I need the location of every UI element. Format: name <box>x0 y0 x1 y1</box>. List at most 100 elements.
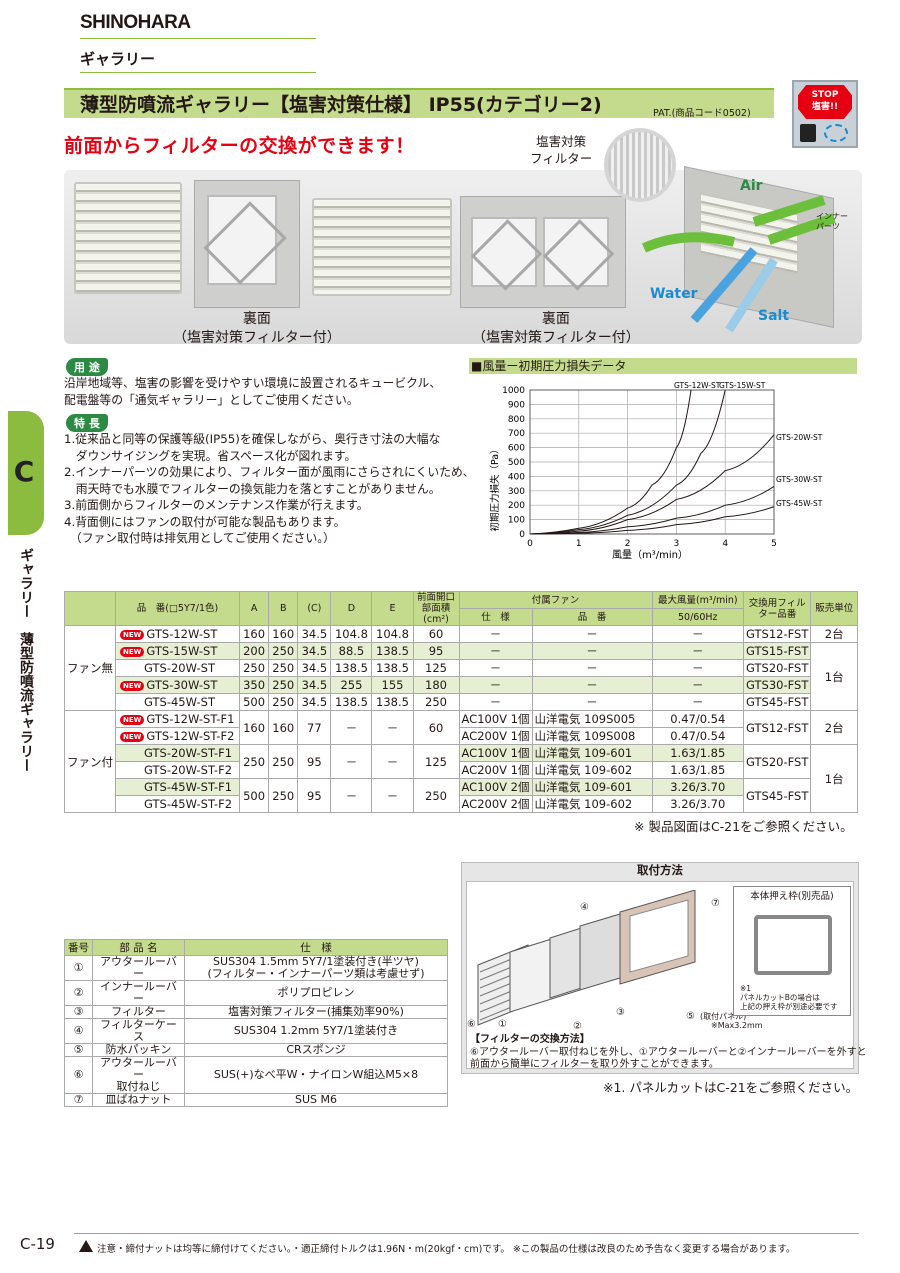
photo-caption: 裏面（塩害対策フィルター付） <box>472 310 640 348</box>
new-badge: NEW <box>120 680 145 691</box>
col-flow: 最大風量(m³/min) <box>651 591 745 609</box>
flow-cell: 3.26/3.70 <box>651 795 745 813</box>
plot-frame <box>529 389 775 535</box>
b-cell: 160 <box>268 625 299 643</box>
holding-frame-note: ※1 パネルカットBの場合は 上記の押え枠が別途必要です <box>740 984 838 1011</box>
patent-note: PAT.(商品コード0502) <box>653 108 751 119</box>
b-cell: 250 <box>268 642 299 660</box>
section-title: ギャラリー <box>80 50 156 68</box>
filter-cell: GTS45-FST <box>743 778 812 813</box>
filter-frame <box>471 217 537 287</box>
col-group <box>64 591 116 626</box>
note-line: ※1 <box>740 984 752 993</box>
new-badge: NEW <box>120 714 145 725</box>
part-spec: CRスポンジ <box>184 1043 448 1057</box>
note-line: 上記の押え枠が別途必要です <box>740 1002 838 1011</box>
feature-line: 4.背面側にはファンの取付が可能な製品もあります。 <box>64 514 346 529</box>
page-title: 薄型防噴流ギャラリー【塩害対策仕様】 IP55(カテゴリー2) <box>80 94 602 116</box>
b-cell: 250 <box>268 778 299 813</box>
y-axis-label: 初期圧力損失（Pa） <box>489 444 501 531</box>
fan-spec-cell: AC200V 1個 <box>458 727 533 745</box>
fan-spec-cell: － <box>458 659 533 677</box>
feature-line: （ファン取付時は排気用としてご使用ください。） <box>64 531 335 545</box>
panel-opening <box>629 899 689 973</box>
d-cell: 104.8 <box>330 625 373 643</box>
x-axis-label: 風量（m³/min） <box>612 549 688 561</box>
callout-6: ⑥ <box>467 1019 476 1030</box>
model-cell: GTS-20W-ST-F1 <box>115 744 240 762</box>
series-label: GTS-12W-ST <box>674 381 721 390</box>
series-line-4 <box>529 506 775 535</box>
divider <box>80 38 316 39</box>
photo-caption: 裏面（塩害対策フィルター付） <box>173 310 341 348</box>
d-cell: 138.5 <box>330 693 373 711</box>
new-badge: NEW <box>120 646 145 657</box>
filter-frame <box>207 195 277 285</box>
salt-arrow-icon <box>725 257 778 333</box>
title-bar <box>64 88 774 118</box>
fan-spec-cell: － <box>458 642 533 660</box>
flow-cell: － <box>651 625 745 643</box>
model-name: GTS-15W-ST <box>146 644 218 658</box>
holding-frame-drawing <box>754 915 832 975</box>
area-cell: 95 <box>412 642 460 660</box>
caption-line: 裏面 <box>541 311 570 327</box>
fan-model-cell: 山洋電気 109S005 <box>531 710 653 728</box>
flow-cell: － <box>651 642 745 660</box>
panel-cut-note: ※1. パネルカットはC-21をご参照ください。 <box>603 1080 859 1095</box>
unit-cell: 2台 <box>810 710 858 745</box>
callout-4: ④ <box>580 902 589 913</box>
unit-cell: 1台 <box>810 744 858 813</box>
col-fan-model: 品 番 <box>531 608 653 626</box>
callout-5: ⑤ <box>686 1011 695 1022</box>
a-cell: 350 <box>238 676 270 694</box>
fan-model-cell: － <box>531 625 653 643</box>
salt-text: 塩害!! <box>811 102 839 112</box>
a-cell: 250 <box>238 659 270 677</box>
filter-closeup-photo <box>604 128 676 202</box>
model-cell: GTS-20W-ST-F2 <box>115 761 240 779</box>
part-name: 防水パッキン <box>92 1043 185 1057</box>
area-cell: 125 <box>412 659 460 677</box>
part-name: フィルター <box>92 1005 185 1019</box>
a-cell: 500 <box>238 778 270 813</box>
part-name: フィルターケース <box>92 1018 185 1044</box>
usage-line: 沿岸地域等、塩害の影響を受けやすい環境に設置されるキュービクル、 <box>64 376 442 390</box>
fan-model-cell: － <box>531 676 653 694</box>
part-spec: SUS(+)なべ平W・ナイロンW組込M5×8 <box>184 1056 448 1094</box>
y-tick-label: 400 <box>508 472 525 482</box>
new-badge: NEW <box>120 731 145 742</box>
model-name: GTS-12W-ST <box>146 627 218 641</box>
air-label: Air <box>740 178 763 194</box>
c-cell: 77 <box>297 710 332 745</box>
e-cell: 138.5 <box>371 659 414 677</box>
water-label: Water <box>650 286 698 302</box>
fan-model-cell: － <box>531 642 653 660</box>
part-number: ④ <box>64 1018 93 1044</box>
e-cell: － <box>371 778 414 813</box>
area-cell: 180 <box>412 676 460 694</box>
series-labels: GTS-12W-STGTS-15W-STGTS-20W-STGTS-30W-ST… <box>674 381 823 508</box>
x-tick-label: 1 <box>576 539 582 549</box>
inner-parts-label: インナーパーツ <box>816 212 848 232</box>
filter-cell: GTS20-FST <box>743 659 812 677</box>
series-line-1 <box>529 389 726 535</box>
model-name: GTS-12W-ST-F1 <box>146 712 235 726</box>
e-cell: 155 <box>371 676 414 694</box>
holding-frame-title: 本体押え枠(別売品) <box>750 891 834 902</box>
part-spec: SUS M6 <box>184 1093 448 1107</box>
page-number: C-19 <box>20 1235 55 1253</box>
c-cell: 34.5 <box>297 676 332 694</box>
